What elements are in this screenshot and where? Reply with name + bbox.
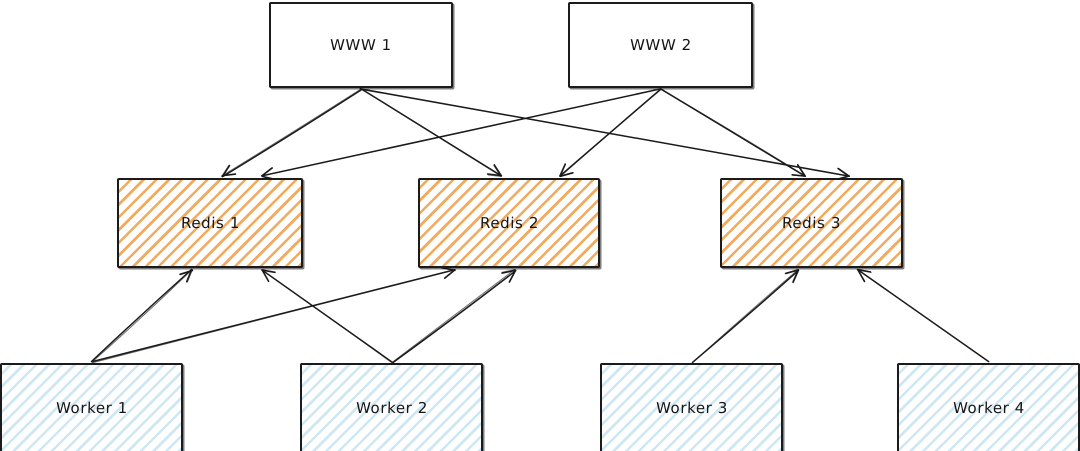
edge-worker2-to-redis1 [261, 269, 393, 363]
edge-www1-to-redis2 [359, 87, 503, 178]
node-worker1[interactable]: Worker 1 [0, 363, 183, 451]
node-label: WWW 1 [329, 36, 393, 54]
node-redis1[interactable]: Redis 1 [117, 178, 303, 268]
edge-www1-to-redis1 [221, 88, 363, 178]
edge-www1-to-redis3 [360, 88, 850, 181]
node-label: Redis 1 [180, 214, 240, 232]
edge-worker1-to-redis1 [90, 268, 194, 363]
node-label: Redis 2 [479, 214, 539, 232]
edge-worker4-to-redis3 [856, 268, 990, 363]
node-label: Worker 3 [655, 399, 728, 417]
node-redis2[interactable]: Redis 2 [418, 178, 600, 268]
node-label: Redis 3 [781, 214, 842, 232]
node-label: Worker 4 [952, 399, 1025, 417]
edge-worker2-to-redis2 [391, 268, 517, 364]
node-worker4[interactable]: Worker 4 [897, 363, 1080, 451]
edge-worker3-to-redis3 [691, 268, 800, 364]
node-redis3[interactable]: Redis 3 [720, 178, 903, 268]
node-label: Worker 2 [355, 399, 428, 417]
node-www2[interactable]: WWW 2 [568, 2, 753, 88]
edge-www2-to-redis3 [660, 88, 807, 177]
edge-worker1-to-redis2 [90, 267, 456, 364]
edge-www2-to-redis1 [261, 88, 662, 181]
node-label: Worker 1 [55, 399, 128, 417]
node-label: WWW 2 [629, 36, 692, 54]
node-www1[interactable]: WWW 1 [269, 2, 453, 88]
node-worker3[interactable]: Worker 3 [600, 363, 783, 451]
edge-www2-to-redis2 [559, 88, 662, 178]
node-worker2[interactable]: Worker 2 [300, 363, 483, 451]
